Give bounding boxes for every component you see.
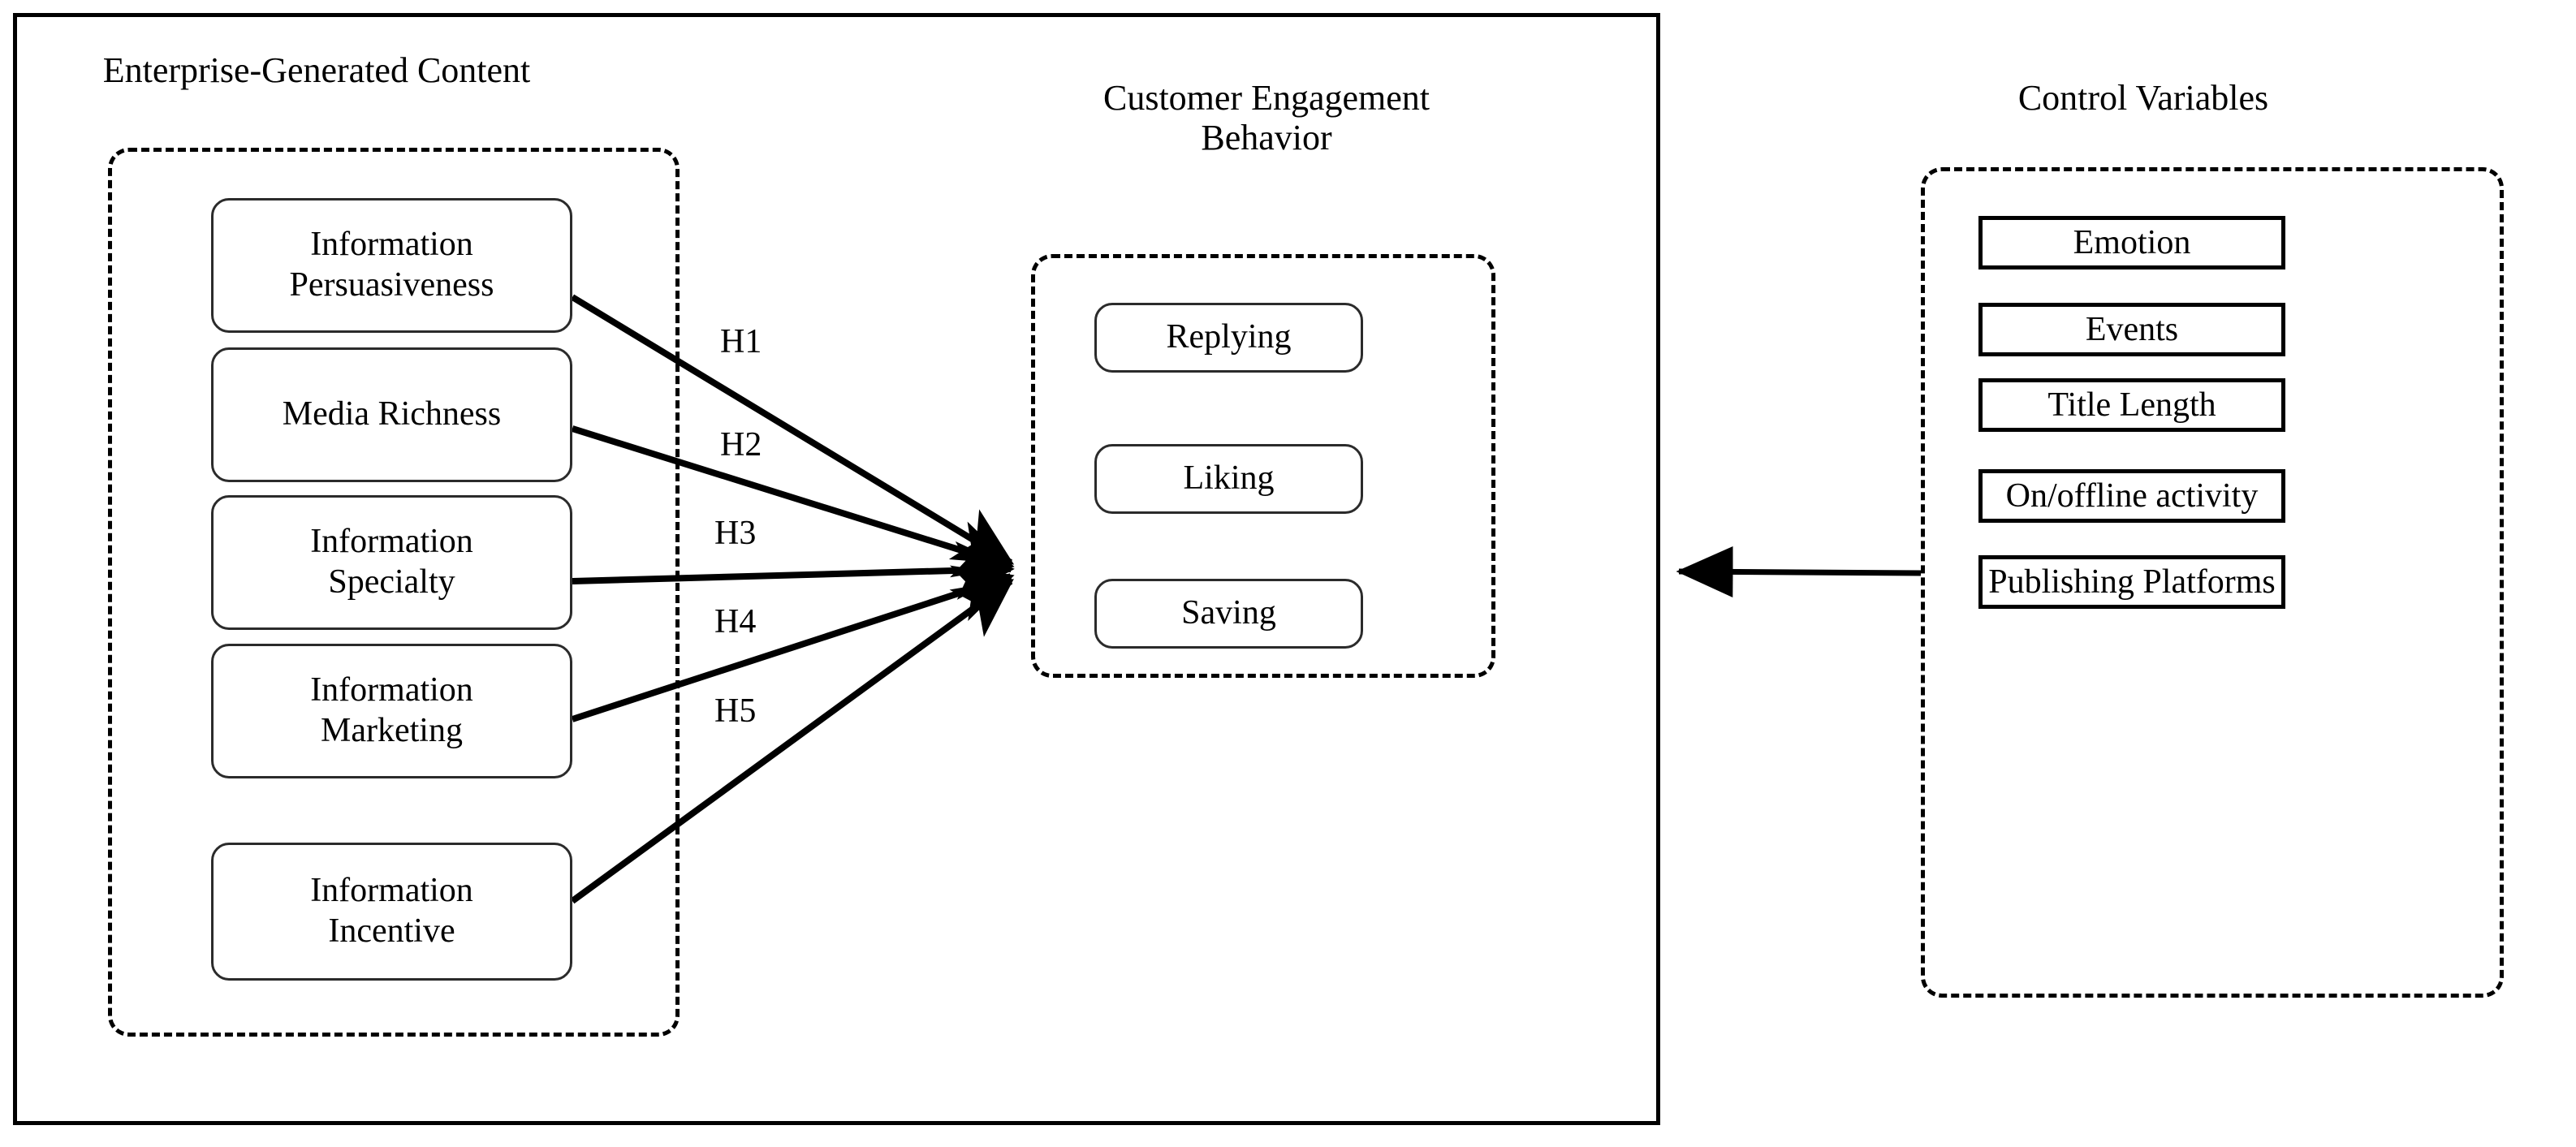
group-container-enterprise-generated-content (108, 148, 680, 1037)
control-variable-on-offline-activity[interactable]: On/offline activity (1978, 469, 2285, 523)
group-container-control-variables (1921, 167, 2504, 998)
control-variables-arrow (1676, 545, 1922, 597)
construct-replying[interactable]: Replying (1094, 303, 1363, 373)
control-variable-events[interactable]: Events (1978, 303, 2285, 356)
construct-information-marketing[interactable]: Information Marketing (211, 644, 572, 778)
control-variable-emotion[interactable]: Emotion (1978, 216, 2285, 270)
hypothesis-label-h3: H3 (714, 515, 757, 552)
hypothesis-label-h4: H4 (714, 603, 757, 640)
hypothesis-label-h1: H1 (720, 323, 762, 360)
construct-media-richness[interactable]: Media Richness (211, 347, 572, 482)
group-title-control-variables: Control Variables (2017, 78, 2269, 118)
group-title-enterprise-generated-content: Enterprise-Generated Content (102, 50, 531, 90)
hypothesis-label-h5: H5 (714, 692, 757, 730)
group-title-customer-engagement-behavior: Customer Engagement Behavior (1102, 78, 1430, 158)
construct-information-incentive[interactable]: Information Incentive (211, 843, 572, 981)
construct-information-persuasiveness[interactable]: Information Persuasiveness (211, 198, 572, 333)
construct-saving[interactable]: Saving (1094, 579, 1363, 649)
construct-liking[interactable]: Liking (1094, 444, 1363, 514)
control-variable-title-length[interactable]: Title Length (1978, 378, 2285, 432)
group-container-customer-engagement-behavior (1031, 254, 1495, 678)
hypothesis-label-h2: H2 (720, 426, 762, 464)
construct-information-specialty[interactable]: Information Specialty (211, 495, 572, 630)
research-model-frame (13, 13, 1660, 1125)
control-variable-publishing-platforms[interactable]: Publishing Platforms (1978, 555, 2285, 609)
